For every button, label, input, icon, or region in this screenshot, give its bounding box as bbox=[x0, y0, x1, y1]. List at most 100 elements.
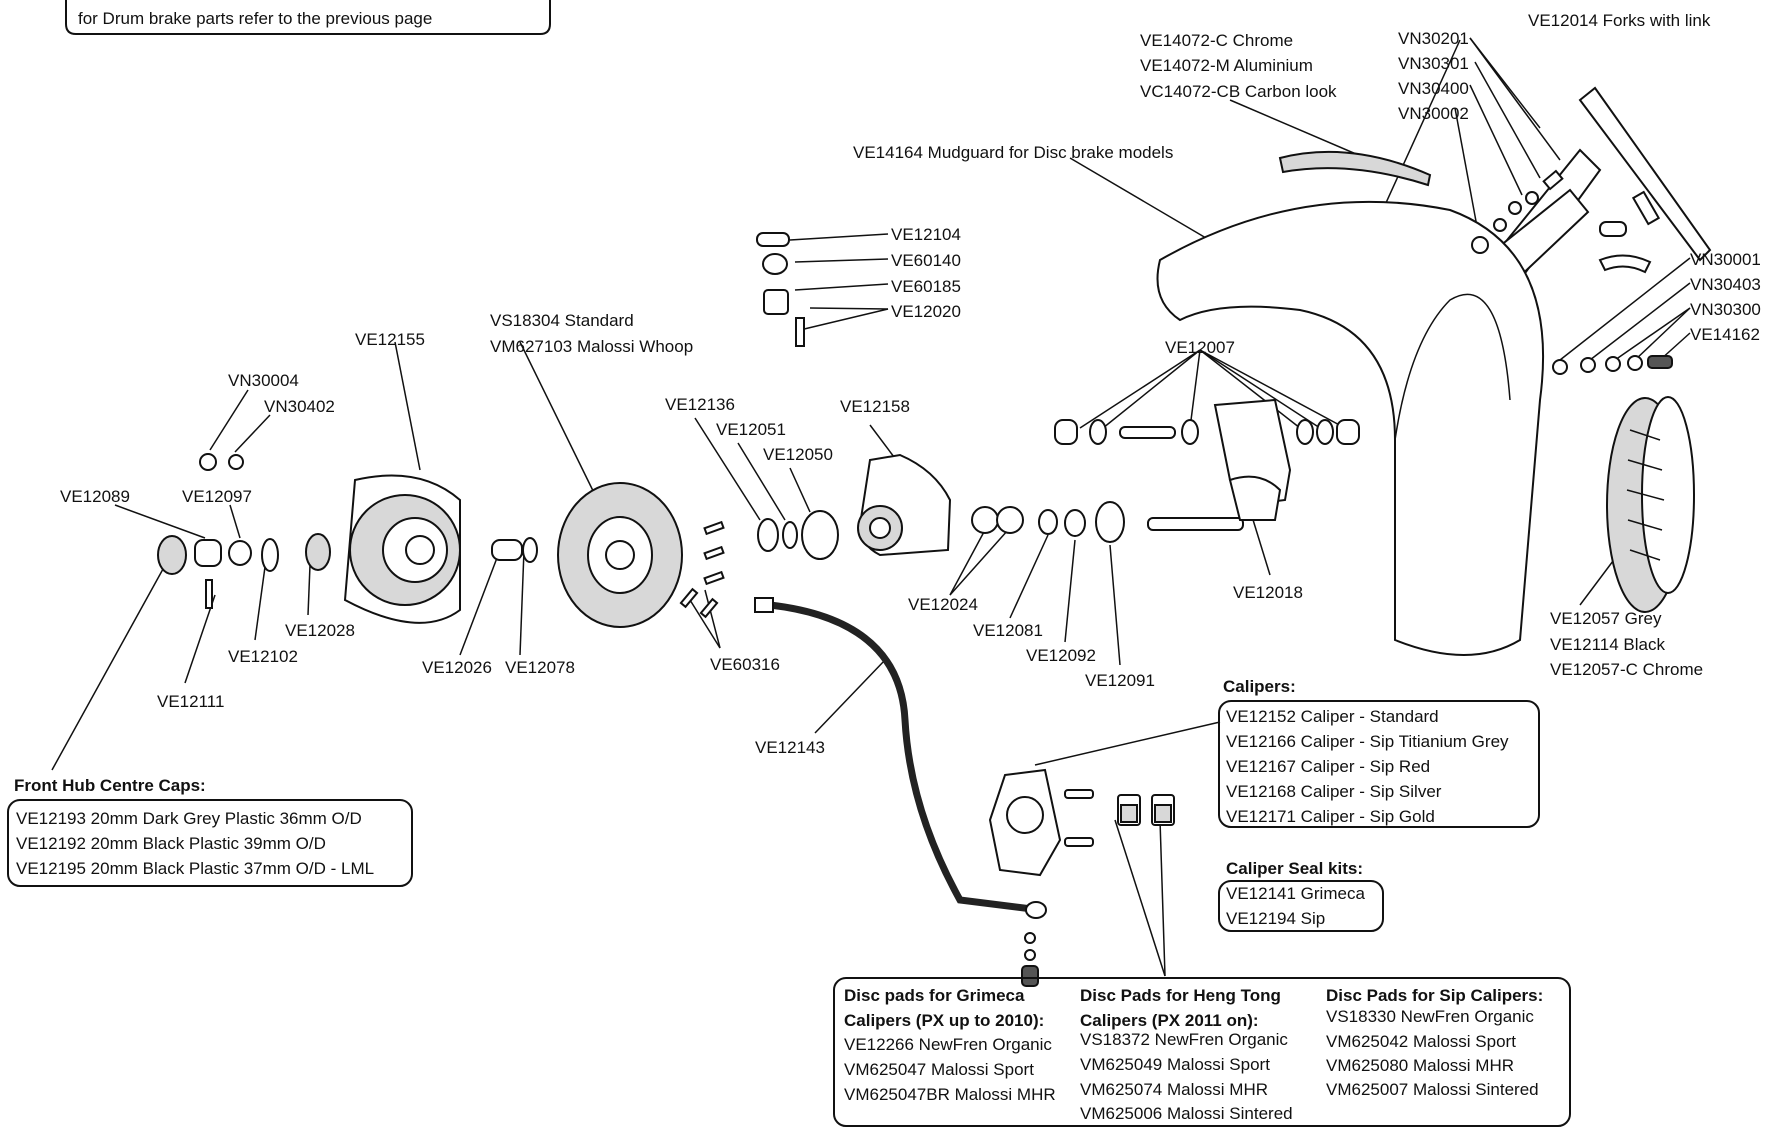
caliper-mount bbox=[857, 453, 952, 557]
pads-grimeca-item: VM625047BR Malossi MHR bbox=[844, 1085, 1056, 1104]
label-vn30301: VN30301 bbox=[1398, 54, 1469, 73]
label-ve12158: VE12158 bbox=[840, 397, 910, 416]
label-ve14164: VE14164 Mudguard for Disc brake models bbox=[853, 143, 1173, 162]
label-vn30400: VN30400 bbox=[1398, 79, 1469, 98]
pads-grimeca-item: VE12266 NewFren Organic bbox=[844, 1035, 1052, 1054]
hub-caps-group: Front Hub Centre Caps: VE12193 20mm Dark… bbox=[7, 776, 413, 887]
hub-caps-title: Front Hub Centre Caps: bbox=[14, 776, 206, 795]
axle-spacers-lower bbox=[971, 501, 1125, 543]
label-vn30004: VN30004 bbox=[228, 371, 299, 390]
pads-hengtong-item: VM625049 Malossi Sport bbox=[1080, 1055, 1270, 1074]
label-vn30002: VN30002 bbox=[1398, 104, 1469, 123]
label-ve12143: VE12143 bbox=[755, 738, 825, 757]
label-ve12136: VE12136 bbox=[665, 395, 735, 414]
label-ve60316: VE60316 bbox=[710, 655, 780, 674]
label-ve60185: VE60185 bbox=[891, 277, 961, 296]
right-fixings bbox=[1552, 355, 1673, 375]
caliper bbox=[988, 768, 1062, 877]
label-vc14072-cb: VC14072-CB Carbon look bbox=[1140, 82, 1337, 101]
calipers-title: Calipers: bbox=[1223, 677, 1296, 696]
label-ve12091: VE12091 bbox=[1085, 671, 1155, 690]
label-ve12111: VE12111 bbox=[157, 692, 224, 711]
brake-pads bbox=[1117, 794, 1175, 826]
brake-disc bbox=[557, 482, 683, 628]
leader-lines bbox=[51, 37, 1691, 977]
label-ve14162: VE14162 bbox=[1690, 325, 1760, 344]
label-ve12018: VE12018 bbox=[1233, 583, 1303, 602]
caliper-item: VE12168 Caliper - Sip Silver bbox=[1226, 782, 1442, 801]
fork-fixings bbox=[1471, 169, 1564, 254]
pads-hengtong-title2: Calipers (PX 2011 on): bbox=[1080, 1011, 1259, 1030]
seal-kit-item: VE12141 Grimeca bbox=[1226, 884, 1365, 903]
seal-kits-group: Caliper Seal kits: VE12141 Grimeca VE121… bbox=[1218, 859, 1384, 932]
caliper-bolts bbox=[1064, 789, 1094, 847]
label-ve12092: VE12092 bbox=[1026, 646, 1096, 665]
hub-cap-item: VE12195 20mm Black Plastic 37mm O/D - LM… bbox=[16, 859, 374, 878]
wheel-hub bbox=[343, 474, 461, 624]
seal-rings bbox=[757, 510, 839, 560]
label-ve12014: VE12014 Forks with link bbox=[1528, 11, 1711, 30]
label-ve12081: VE12081 bbox=[973, 621, 1043, 640]
label-vm627103: VM627103 Malossi Whoop bbox=[490, 337, 693, 356]
label-ve12057-grey: VE12057 Grey bbox=[1550, 609, 1662, 628]
label-vn30201: VN30201 bbox=[1398, 29, 1469, 48]
label-ve14072-c: VE14072-C Chrome bbox=[1140, 31, 1293, 50]
disc-screws bbox=[679, 520, 725, 619]
label-ve12114-black: VE12114 Black bbox=[1550, 635, 1665, 654]
disc-pads-box bbox=[833, 977, 1571, 1127]
hub-caps-box bbox=[7, 799, 413, 887]
label-ve12089: VE12089 bbox=[60, 487, 130, 506]
pads-hengtong-item: VM625074 Malossi MHR bbox=[1080, 1080, 1268, 1099]
pads-sip-item: VM625007 Malossi Sintered bbox=[1326, 1080, 1539, 1099]
hub-cover bbox=[1606, 396, 1695, 613]
pads-sip-title: Disc Pads for Sip Calipers: bbox=[1326, 986, 1543, 1005]
label-ve12102: VE12102 bbox=[228, 647, 298, 666]
label-ve12007: VE12007 bbox=[1165, 338, 1235, 357]
part-labels: VE14072-C Chrome VE14072-M Aluminium VC1… bbox=[60, 11, 1761, 757]
label-ve12051: VE12051 bbox=[716, 420, 786, 439]
hub-cap-item: VE12192 20mm Black Plastic 39mm O/D bbox=[16, 834, 326, 853]
label-ve12078: VE12078 bbox=[505, 658, 575, 677]
left-hub-parts bbox=[157, 453, 331, 609]
label-ve12155: VE12155 bbox=[355, 330, 425, 349]
pads-sip-item: VM625042 Malossi Sport bbox=[1326, 1032, 1516, 1051]
pads-hengtong-title: Disc Pads for Heng Tong bbox=[1080, 986, 1281, 1005]
pads-grimeca-item: VM625047 Malossi Sport bbox=[844, 1060, 1034, 1079]
axle-spacer-row bbox=[1054, 419, 1360, 445]
calipers-group: Calipers: VE12152 Caliper - Standard VE1… bbox=[1218, 677, 1540, 828]
label-ve12020: VE12020 bbox=[891, 302, 961, 321]
calipers-box bbox=[1218, 700, 1540, 828]
label-ve12097: VE12097 bbox=[182, 487, 252, 506]
label-vn30300: VN30300 bbox=[1690, 300, 1761, 319]
label-vn30001: VN30001 bbox=[1690, 250, 1761, 269]
hub-cap-item: VE12193 20mm Dark Grey Plastic 36mm O/D bbox=[16, 809, 362, 828]
label-ve12057-c: VE12057-C Chrome bbox=[1550, 660, 1703, 679]
seal-kit-item: VE12194 Sip bbox=[1226, 909, 1325, 928]
label-ve12024: VE12024 bbox=[908, 595, 978, 614]
mudguard-trim bbox=[1278, 150, 1432, 187]
stub-axle-arm bbox=[1147, 398, 1292, 531]
label-ve12050: VE12050 bbox=[763, 445, 833, 464]
mudguard bbox=[1156, 200, 1544, 656]
seal-kits-title: Caliper Seal kits: bbox=[1226, 859, 1363, 878]
pads-grimeca-title2: Calipers (PX up to 2010): bbox=[844, 1011, 1044, 1030]
label-vn30402: VN30402 bbox=[264, 397, 335, 416]
label-ve14072-m: VE14072-M Aluminium bbox=[1140, 56, 1313, 75]
pads-grimeca-title: Disc pads for Grimeca bbox=[844, 986, 1025, 1005]
caliper-item: VE12152 Caliper - Standard bbox=[1226, 707, 1439, 726]
pads-hengtong-item: VS18372 NewFren Organic bbox=[1080, 1030, 1288, 1049]
caliper-item: VE12166 Caliper - Sip Titianium Grey bbox=[1226, 732, 1509, 751]
caliper-item: VE12171 Caliper - Sip Gold bbox=[1226, 807, 1435, 826]
brake-hose bbox=[754, 597, 1047, 987]
caliper-item: VE12167 Caliper - Sip Red bbox=[1226, 757, 1430, 776]
pads-hengtong-item: VM625006 Malossi Sintered bbox=[1080, 1104, 1293, 1123]
label-vn30403: VN30403 bbox=[1690, 275, 1761, 294]
disc-pads-group: Disc pads for Grimeca Calipers (PX up to… bbox=[833, 977, 1571, 1127]
label-ve60140: VE60140 bbox=[891, 251, 961, 270]
pads-sip-item: VS18330 NewFren Organic bbox=[1326, 1007, 1534, 1026]
top-note-box bbox=[65, 0, 551, 35]
label-ve12026: VE12026 bbox=[422, 658, 492, 677]
label-ve12104: VE12104 bbox=[891, 225, 961, 244]
label-vs18304: VS18304 Standard bbox=[490, 311, 634, 330]
